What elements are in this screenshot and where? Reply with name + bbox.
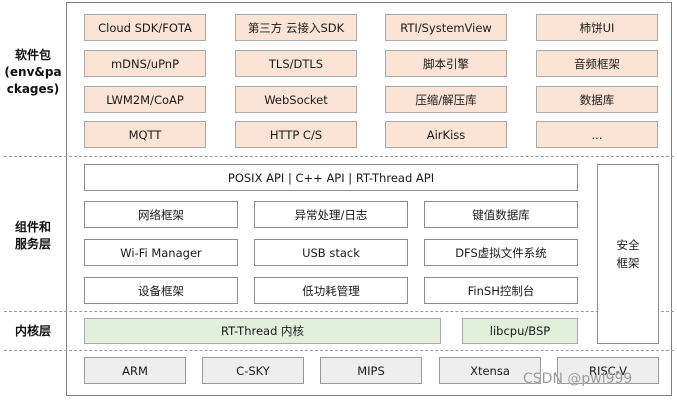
service-box: FinSH控制台: [424, 277, 578, 304]
arch-box: RISC-V: [557, 357, 659, 384]
service-box: Wi-Fi Manager: [84, 239, 238, 266]
package-box: 柿饼UI: [536, 14, 658, 41]
divider-packages-services: [4, 156, 674, 157]
package-box: 数据库: [536, 86, 658, 113]
security-label-line2: 框架: [616, 256, 640, 270]
package-box: WebSocket: [235, 86, 357, 113]
arch-box: C-SKY: [202, 357, 304, 384]
service-box: DFS虚拟文件系统: [424, 239, 578, 266]
divider-services-kernel: [4, 311, 674, 312]
api-bar: POSIX API | C++ API | RT-Thread API: [84, 164, 578, 191]
service-box: 网络框架: [84, 201, 238, 228]
package-box: Cloud SDK/FOTA: [84, 14, 206, 41]
package-box: ...: [536, 121, 658, 148]
package-box: RTI/SystemView: [385, 14, 507, 41]
package-box: HTTP C/S: [235, 121, 357, 148]
service-box: 键值数据库: [424, 201, 578, 228]
layer-label-services: 组件和 服务层: [14, 220, 51, 251]
service-box: USB stack: [254, 239, 408, 266]
package-box: AirKiss: [385, 121, 507, 148]
arch-box: Xtensa: [439, 357, 541, 384]
security-label-line1: 安全: [616, 238, 640, 252]
security-framework-box: 安全 框架: [597, 164, 659, 344]
diagram-frame: [66, 2, 672, 396]
service-box: 异常处理/日志: [254, 201, 408, 228]
libcpu-bsp-box: libcpu/BSP: [462, 318, 578, 344]
divider-kernel-arch: [4, 350, 674, 351]
package-box: MQTT: [84, 121, 206, 148]
service-box: 设备框架: [84, 277, 238, 304]
package-box: TLS/DTLS: [235, 50, 357, 77]
layer-label-packages: 软件包 (env&pa ckages): [4, 48, 62, 96]
package-box: 压缩/解压库: [385, 86, 507, 113]
arch-box: MIPS: [320, 357, 422, 384]
package-box: LWM2M/CoAP: [84, 86, 206, 113]
rt-thread-kernel-box: RT-Thread 内核: [84, 318, 441, 344]
package-box: mDNS/uPnP: [84, 50, 206, 77]
service-box: 低功耗管理: [254, 277, 408, 304]
package-box: 第三方 云接入SDK: [235, 14, 357, 41]
package-box: 音频框架: [536, 50, 658, 77]
arch-box: ARM: [84, 357, 186, 384]
layer-label-kernel: 内核层: [14, 324, 51, 338]
watermark: CSDN @pwl999: [523, 371, 633, 387]
package-box: 脚本引擎: [385, 50, 507, 77]
